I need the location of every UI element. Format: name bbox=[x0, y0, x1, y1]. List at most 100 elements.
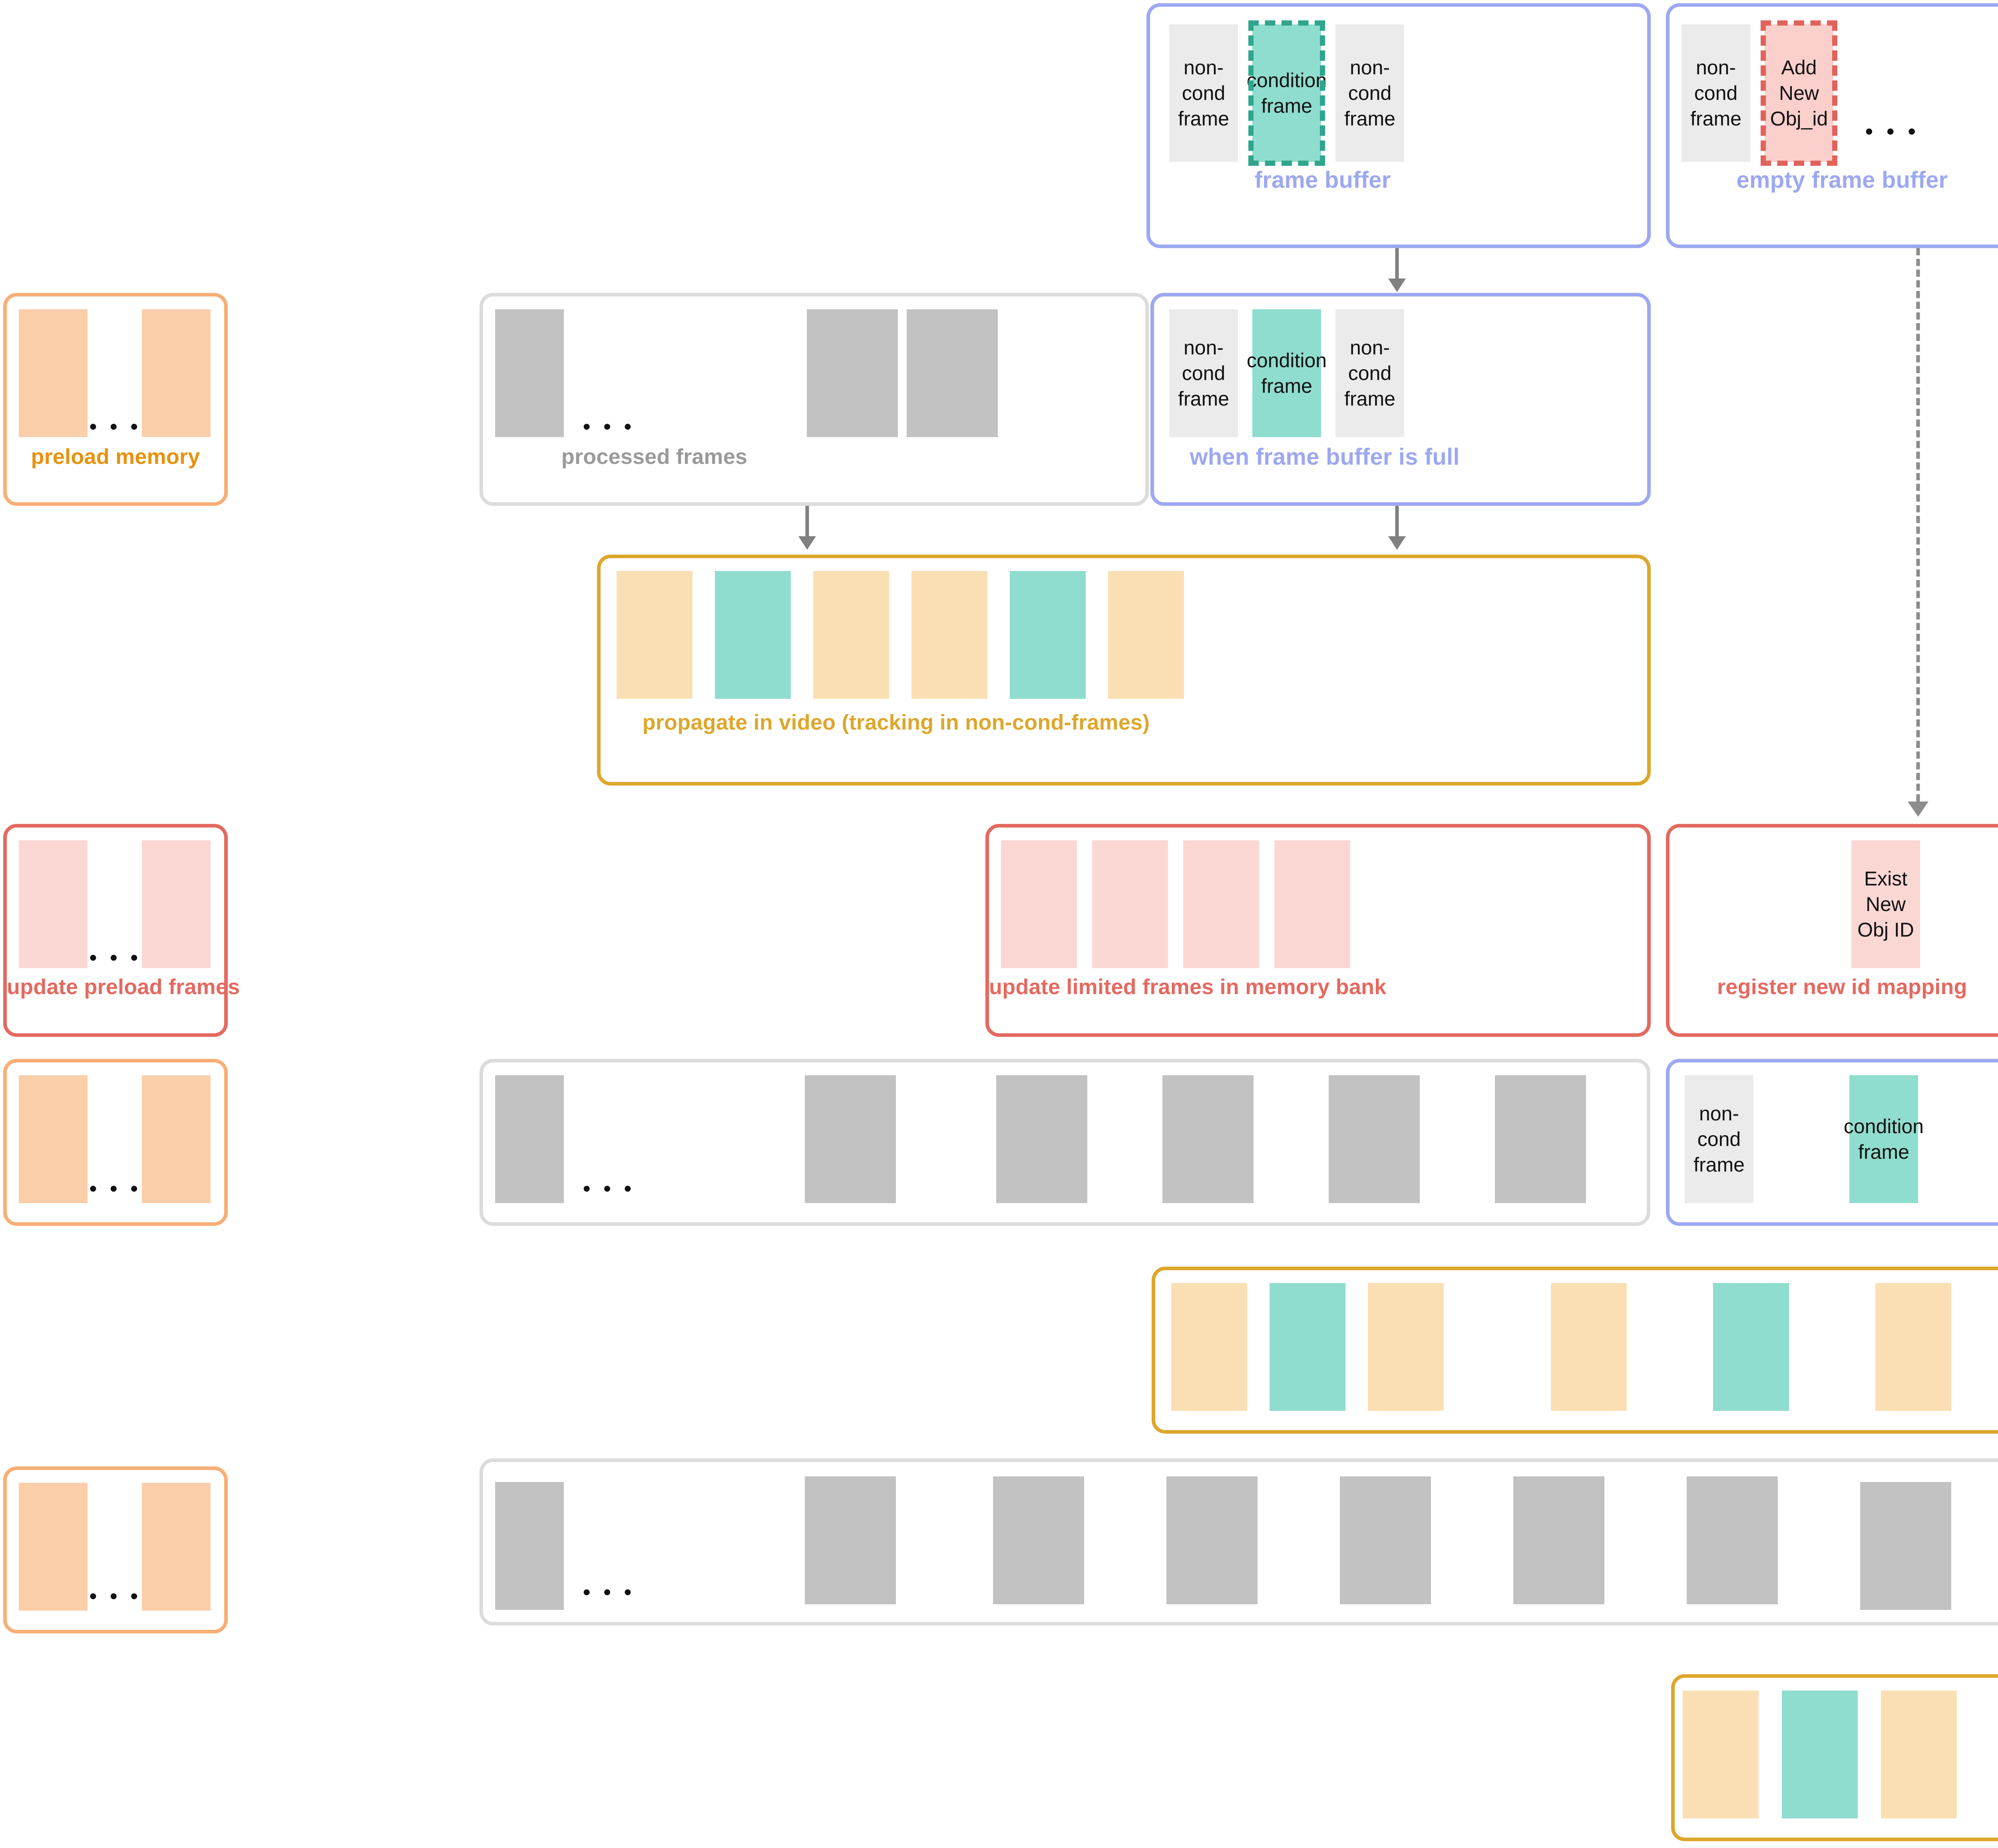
preload-frame bbox=[19, 309, 88, 437]
when-frame-buffer-full-caption: when frame buffer is full bbox=[1190, 444, 1460, 470]
processed-frame bbox=[805, 1075, 896, 1203]
processed-frame bbox=[805, 1476, 896, 1604]
propagate-box-1: propagate in video (tracking in non-cond… bbox=[597, 555, 1651, 786]
propagate-frame-condition bbox=[715, 571, 791, 699]
empty-frame-buffer-caption: empty frame buffer bbox=[1736, 167, 1948, 193]
processed-frames-box-3: • • • bbox=[480, 1458, 1998, 1625]
propagate-box-3 bbox=[1671, 1674, 1998, 1841]
processed-frame bbox=[996, 1075, 1087, 1203]
processed-frame bbox=[1495, 1075, 1586, 1203]
processed-frame bbox=[1329, 1075, 1420, 1203]
processed-frame bbox=[495, 1482, 564, 1610]
propagate-frame-condition bbox=[1713, 1283, 1789, 1411]
propagate-frame-noncond bbox=[1881, 1691, 1957, 1818]
ellipsis-dots: • • • bbox=[89, 1585, 142, 1608]
memory-bank-frame bbox=[1183, 840, 1259, 968]
update-limited-frames-caption: update limited frames in memory bank bbox=[989, 975, 1387, 999]
arrow-processed-frames-to-propagate bbox=[795, 506, 819, 550]
processed-frame bbox=[807, 309, 898, 437]
ellipsis-dots: • • • bbox=[583, 1581, 635, 1604]
dashed-arrow-empty-buffer-a-to-register bbox=[1906, 248, 1930, 818]
preload-update-frame bbox=[142, 840, 211, 968]
propagate-frame-noncond bbox=[1683, 1691, 1759, 1818]
propagate-frame-condition bbox=[1010, 571, 1086, 699]
preload-memory-box: • • • preload memory bbox=[3, 293, 228, 506]
register-new-id-mapping-caption: register new id mapping bbox=[1717, 975, 1967, 999]
ellipsis-dots: • • • bbox=[89, 1177, 142, 1200]
processed-frame bbox=[1166, 1476, 1258, 1604]
preload-memory-box-2: • • • bbox=[3, 1059, 228, 1226]
processed-frame bbox=[1687, 1476, 1778, 1604]
update-preload-frames-box: • • • update preload frames bbox=[3, 824, 240, 1037]
arrow-when-full-to-propagate bbox=[1385, 506, 1409, 550]
memory-bank-frame bbox=[1001, 840, 1077, 968]
arrow-frame-buffer-to-when-full bbox=[1385, 248, 1409, 292]
processed-frame bbox=[1162, 1075, 1254, 1203]
propagate-frame-noncond bbox=[911, 571, 987, 699]
processed-frames-box-2: • • • bbox=[480, 1059, 1650, 1226]
preload-frame bbox=[142, 1483, 211, 1611]
update-limited-frames-box: update limited frames in memory bank bbox=[985, 824, 1651, 1037]
preload-memory-caption: preload memory bbox=[31, 445, 200, 469]
processed-frame bbox=[1340, 1476, 1431, 1604]
preload-frame bbox=[142, 1075, 211, 1203]
update-preload-frames-caption: update preload frames bbox=[7, 975, 240, 999]
frame-buffer-caption: frame buffer bbox=[1254, 167, 1391, 193]
preload-frame bbox=[19, 1483, 88, 1611]
propagate-caption: propagate in video (tracking in non-cond… bbox=[642, 710, 1150, 734]
memory-bank-frame bbox=[1092, 840, 1168, 968]
propagate-frame-noncond bbox=[813, 571, 889, 699]
propagate-frame-condition bbox=[1270, 1283, 1345, 1411]
memory-bank-frame bbox=[1274, 840, 1350, 968]
propagate-frame-noncond bbox=[1108, 571, 1184, 699]
processed-frame bbox=[907, 309, 998, 437]
preload-update-frame bbox=[19, 840, 88, 968]
propagate-box-2 bbox=[1152, 1267, 1998, 1434]
propagate-frame-noncond bbox=[1875, 1283, 1951, 1411]
propagate-frame-noncond bbox=[1551, 1283, 1627, 1411]
preload-frame bbox=[142, 309, 211, 437]
ellipsis-dots: • • • bbox=[583, 1177, 635, 1200]
propagate-frame-noncond bbox=[617, 571, 693, 699]
processed-frame bbox=[1860, 1482, 1951, 1610]
ellipsis-dots: • • • bbox=[1865, 119, 1920, 143]
ellipsis-dots: • • • bbox=[89, 946, 142, 969]
processed-frames-box: • • • processed frames bbox=[480, 293, 1149, 506]
propagate-frame-noncond bbox=[1171, 1283, 1247, 1411]
propagate-frame-condition bbox=[1782, 1691, 1858, 1818]
processed-frame bbox=[1513, 1476, 1604, 1604]
ellipsis-dots: • • • bbox=[583, 415, 635, 438]
processed-frame bbox=[495, 309, 564, 437]
propagate-frame-noncond bbox=[1368, 1283, 1444, 1411]
processed-frame bbox=[495, 1075, 564, 1203]
processed-frame bbox=[993, 1476, 1084, 1604]
